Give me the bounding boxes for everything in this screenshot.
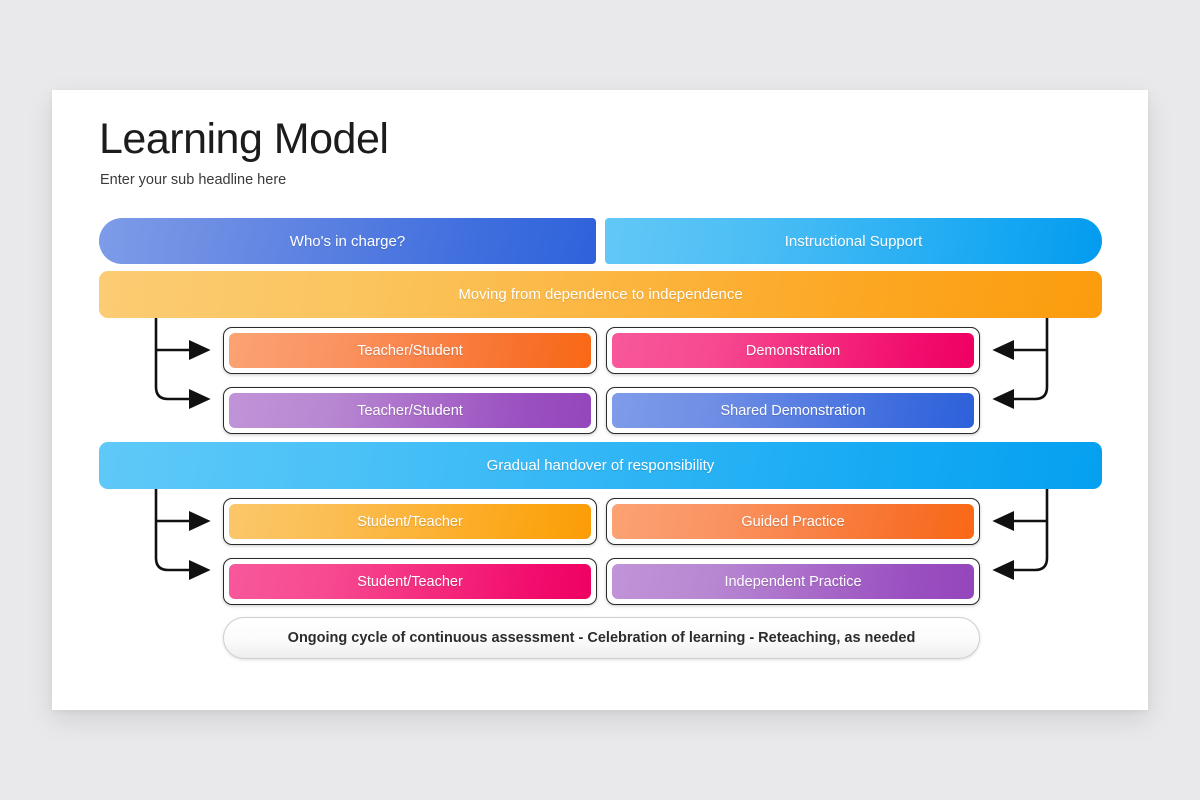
card-label: Student/Teacher — [229, 504, 591, 539]
card-shared-demonstration[interactable]: Shared Demonstration — [606, 387, 980, 434]
phase-bar-gradual-handover[interactable]: Gradual handover of responsibility — [99, 442, 1102, 489]
slide-canvas: Learning Model Enter your sub headline h… — [52, 90, 1148, 710]
card-guided-practice[interactable]: Guided Practice — [606, 498, 980, 545]
card-label: Independent Practice — [612, 564, 974, 599]
card-student-teacher-2[interactable]: Student/Teacher — [223, 558, 597, 605]
phase-bar-dependence-to-independence[interactable]: Moving from dependence to independence — [99, 271, 1102, 318]
card-student-teacher-1[interactable]: Student/Teacher — [223, 498, 597, 545]
card-teacher-student-1[interactable]: Teacher/Student — [223, 327, 597, 374]
header-banner-instructional-support[interactable]: Instructional Support — [605, 218, 1102, 264]
header-banner-whos-in-charge[interactable]: Who's in charge? — [99, 218, 596, 264]
page-subtitle: Enter your sub headline here — [100, 172, 287, 188]
card-label: Shared Demonstration — [612, 393, 974, 428]
card-label: Teacher/Student — [229, 393, 591, 428]
footer-ongoing-cycle-pill[interactable]: Ongoing cycle of continuous assessment -… — [223, 617, 980, 659]
card-label: Guided Practice — [612, 504, 974, 539]
page-title: Learning Model — [99, 115, 389, 163]
card-label: Teacher/Student — [229, 333, 591, 368]
card-label: Demonstration — [612, 333, 974, 368]
card-independent-practice[interactable]: Independent Practice — [606, 558, 980, 605]
card-teacher-student-2[interactable]: Teacher/Student — [223, 387, 597, 434]
card-label: Student/Teacher — [229, 564, 591, 599]
card-demonstration[interactable]: Demonstration — [606, 327, 980, 374]
